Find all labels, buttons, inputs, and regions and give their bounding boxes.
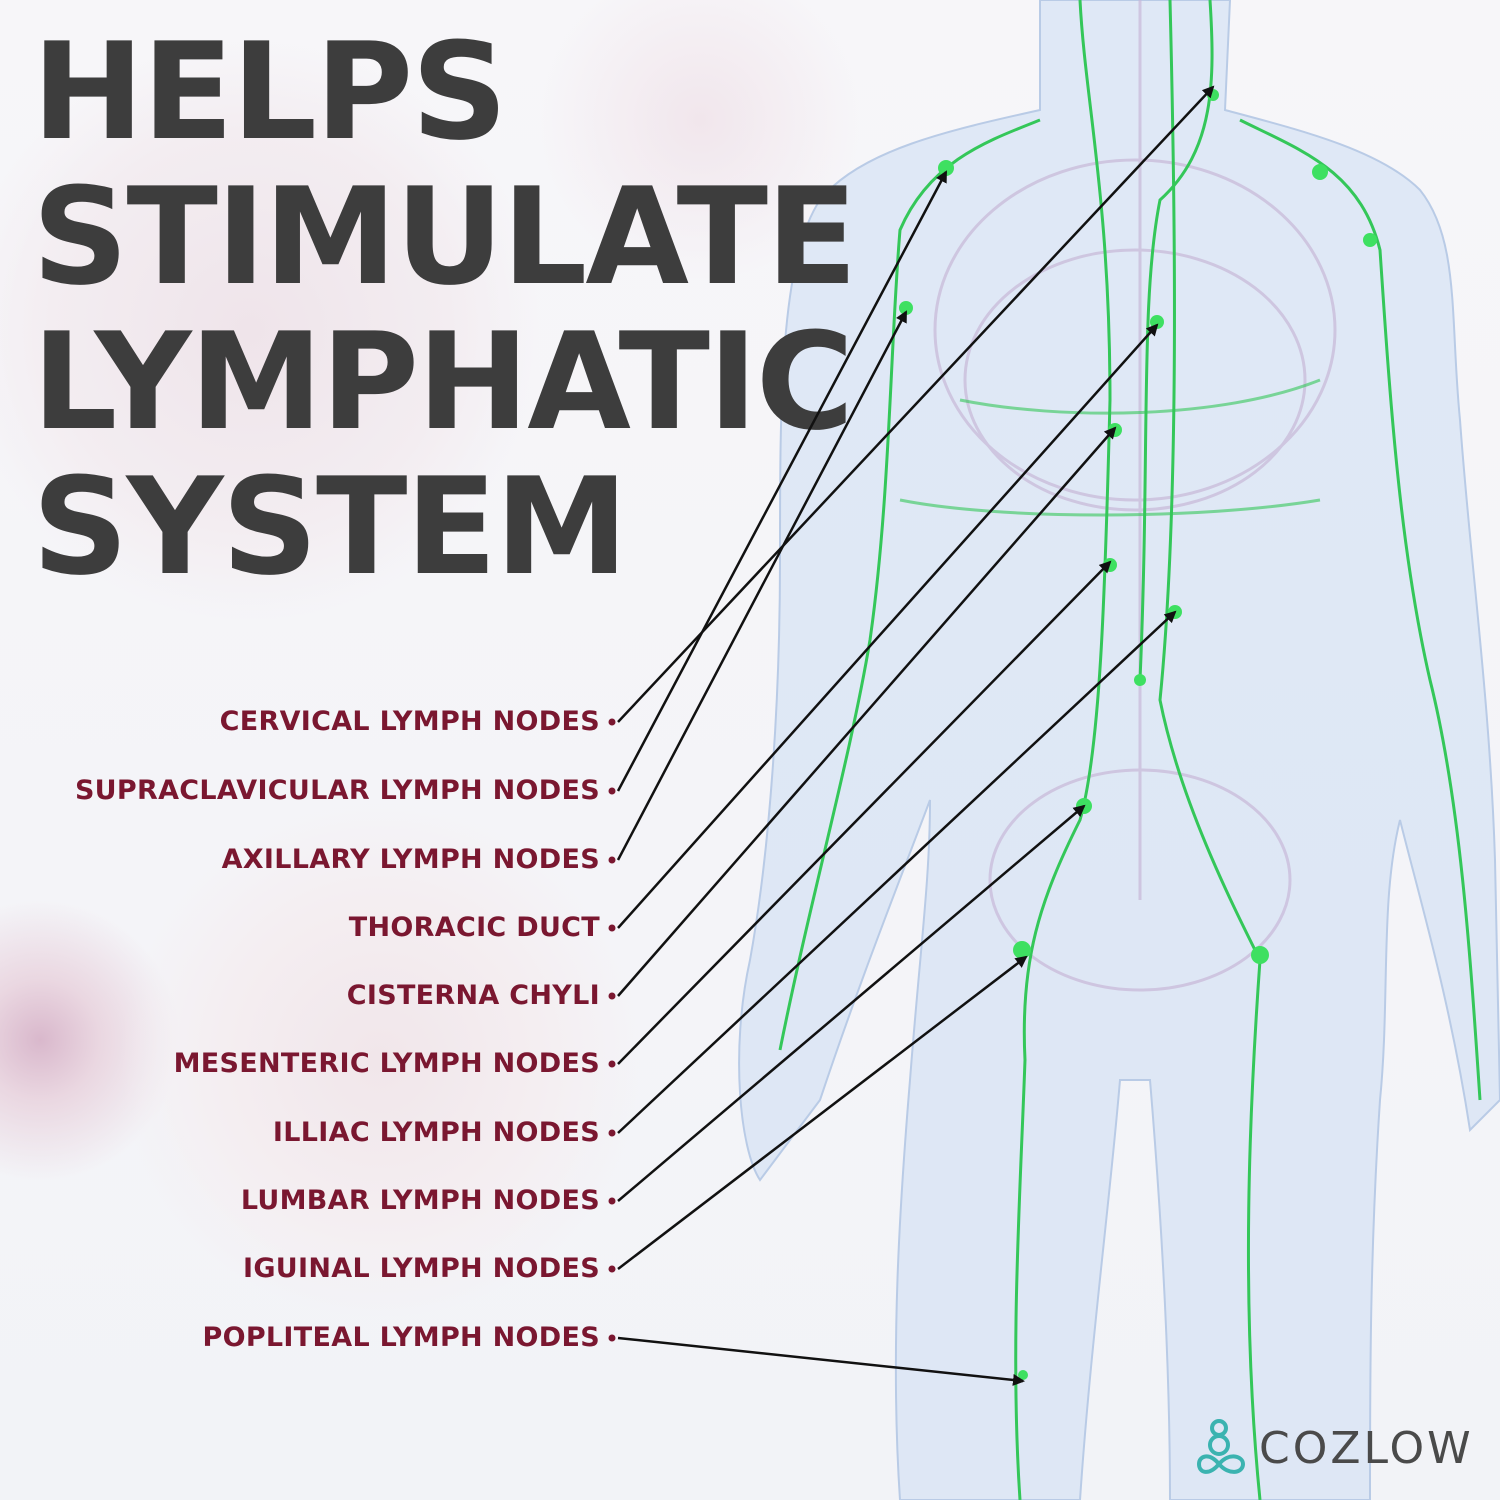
pointer-arrow	[617, 323, 1159, 929]
label-cisterna-chyli: CISTERNA CHYLI	[346, 980, 600, 1011]
label-popliteal: POPLITEAL LYMPH NODES	[202, 1322, 600, 1353]
body-silhouette	[738, 0, 1500, 1500]
label-bullet	[608, 1129, 616, 1137]
label-mesenteric: MESENTERIC LYMPH NODES	[173, 1048, 600, 1079]
pointer-arrow	[617, 85, 1215, 723]
title-line: HELPS	[32, 14, 508, 170]
label-thoracic-duct: THORACIC DUCT	[348, 912, 600, 943]
page-title: HELPS STIMULATE LYMPHATIC SYSTEM	[32, 14, 858, 605]
label-lumbar: LUMBAR LYMPH NODES	[240, 1185, 600, 1216]
brand-name: COZLOW	[1259, 1422, 1474, 1474]
pointer-arrow	[616, 170, 948, 792]
label-supraclavicular: SUPRACLAVICULAR LYMPH NODES	[74, 775, 600, 806]
pointer-arrow	[617, 1336, 1025, 1386]
label-bullet	[608, 992, 616, 1000]
label-bullet	[608, 718, 616, 726]
pointer-arrow	[616, 310, 908, 861]
label-bullet	[608, 924, 616, 932]
lymph-vessels	[778, 0, 1482, 1500]
title-line: LYMPHATIC	[32, 304, 854, 460]
label-iguinal: IGUINAL LYMPH NODES	[242, 1253, 600, 1284]
pointer-arrow	[617, 426, 1117, 997]
label-bullet	[608, 856, 616, 864]
label-axillary: AXILLARY LYMPH NODES	[221, 844, 600, 875]
label-bullet	[608, 1334, 616, 1342]
label-illiac: ILLIAC LYMPH NODES	[272, 1117, 600, 1148]
ribcage	[933, 0, 1337, 992]
label-bullet	[608, 1265, 616, 1273]
pointer-arrow	[617, 610, 1177, 1134]
label-cervical: CERVICAL LYMPH NODES	[219, 706, 600, 737]
title-line: STIMULATE	[32, 159, 858, 315]
title-line: SYSTEM	[32, 449, 628, 605]
label-bullet	[608, 1197, 616, 1205]
pointer-arrow	[617, 804, 1086, 1202]
pointer-arrow	[617, 955, 1028, 1270]
label-bullet	[608, 1060, 616, 1068]
brand-logo: COZLOW	[1195, 1418, 1474, 1478]
pointer-arrow	[617, 560, 1112, 1065]
meditation-figure-icon	[1196, 1419, 1246, 1474]
label-bullet	[608, 787, 616, 795]
